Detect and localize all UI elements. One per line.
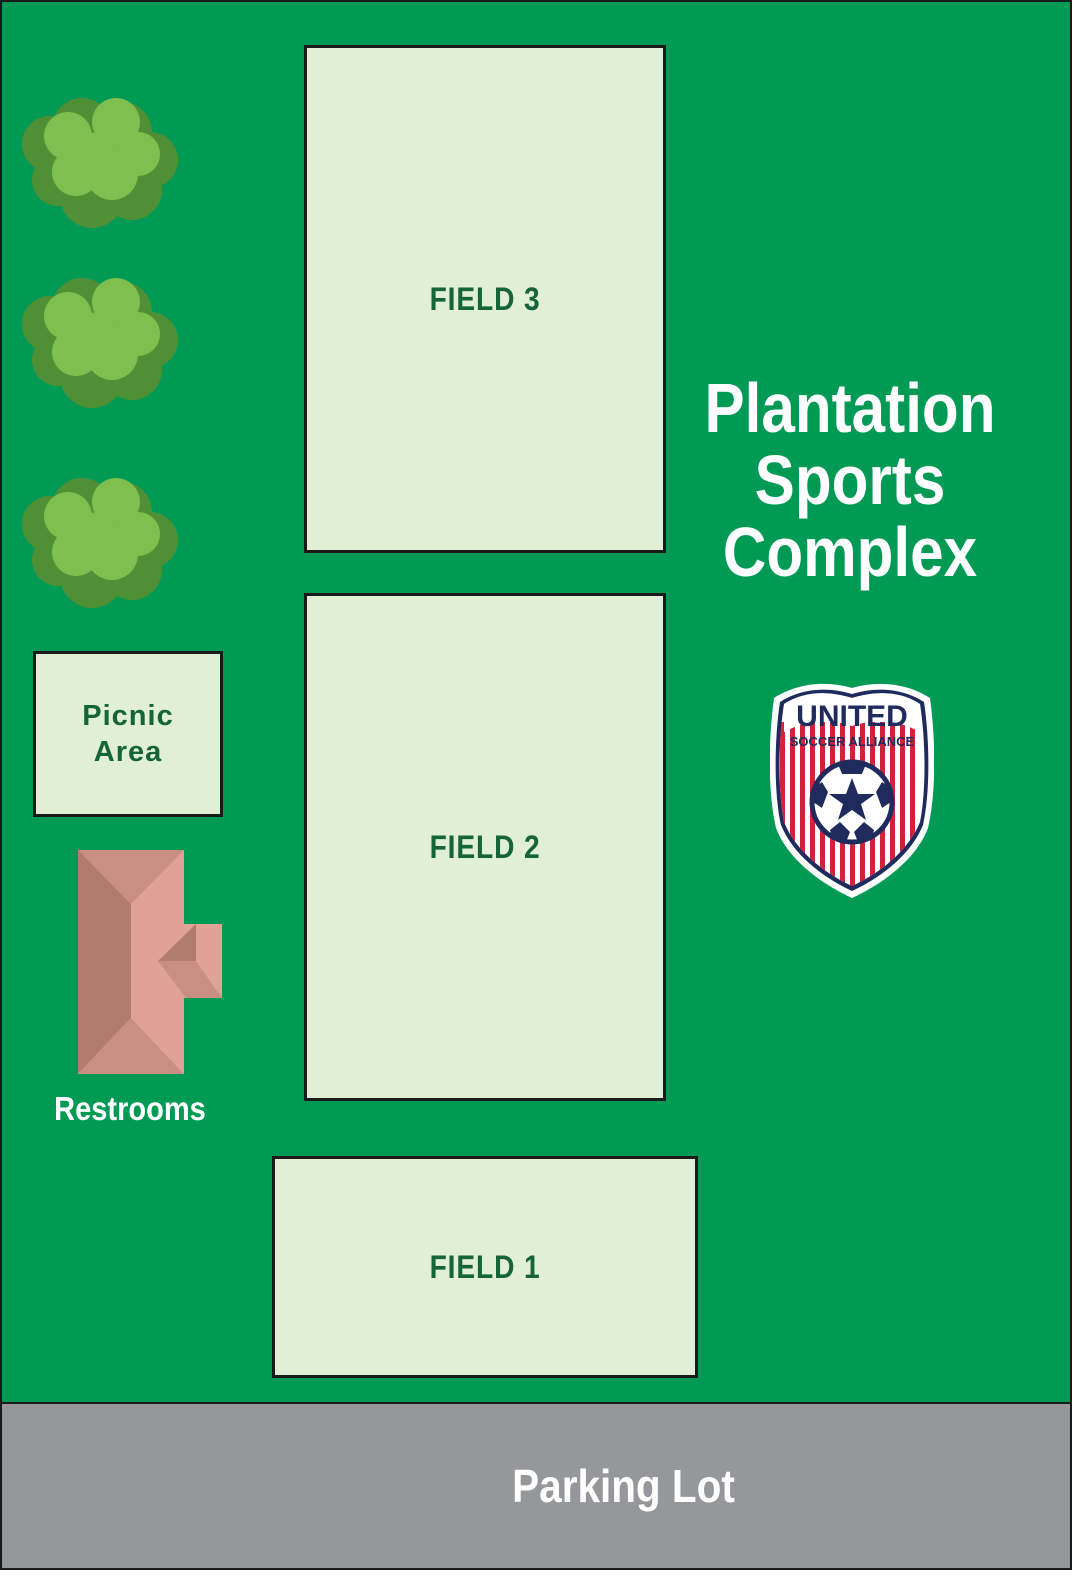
tree-icon xyxy=(22,278,178,408)
field-3-label: FIELD 3 xyxy=(429,280,541,317)
picnic-area-label-line-2: Area xyxy=(93,736,163,768)
logo-text-united: UNITED xyxy=(796,700,908,733)
complex-title: Plantation Sports Complex xyxy=(704,372,996,588)
parking-lot-label: Parking Lot xyxy=(512,1460,736,1512)
logo-text-soccer-alliance: SOCCER ALLIANCE xyxy=(790,734,915,749)
tree-icon xyxy=(22,98,178,228)
tree-icon xyxy=(22,478,178,608)
soccer-ball-icon xyxy=(809,759,895,845)
restrooms-label: Restrooms xyxy=(54,1090,206,1127)
field-2-label: FIELD 2 xyxy=(429,828,541,865)
restroom-building-icon xyxy=(78,850,222,1074)
field-1-label: FIELD 1 xyxy=(429,1248,541,1285)
united-soccer-alliance-logo: UNITED SOCCER ALLIANCE xyxy=(770,683,934,898)
complex-title-line-1: Plantation xyxy=(704,369,996,447)
complex-title-line-2: Sports xyxy=(754,441,946,519)
picnic-area-label-line-1: Picnic xyxy=(82,700,174,732)
field-2: FIELD 2 xyxy=(304,593,666,1101)
field-3: FIELD 3 xyxy=(304,45,666,553)
field-1: FIELD 1 xyxy=(272,1156,698,1378)
complex-title-line-3: Complex xyxy=(722,513,978,591)
picnic-area: Picnic Area xyxy=(33,651,223,817)
parking-lot: Parking Lot xyxy=(0,1402,1072,1570)
